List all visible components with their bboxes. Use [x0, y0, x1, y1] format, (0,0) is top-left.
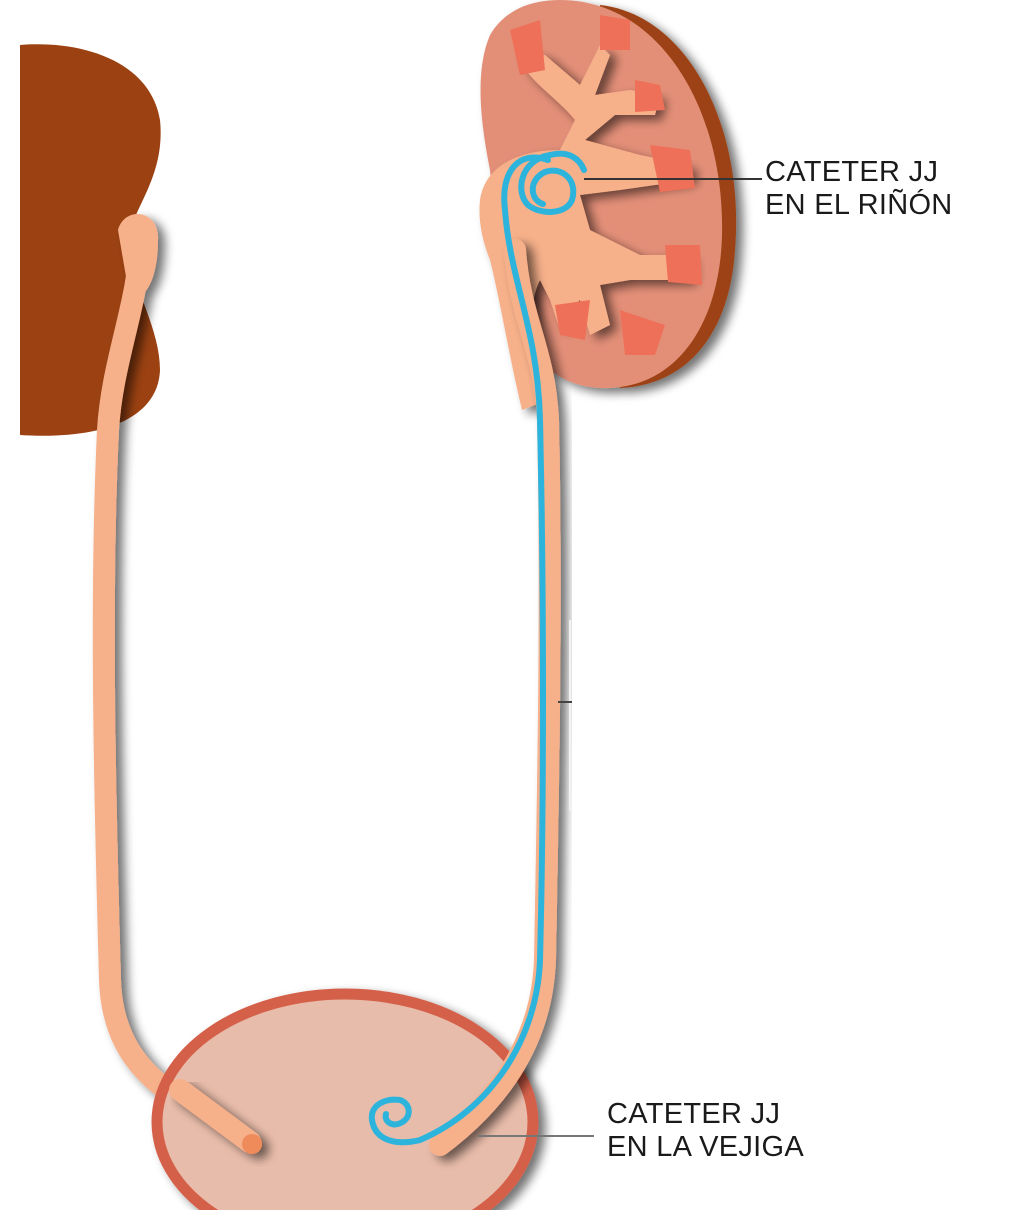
bladder-label-line2: EN LA VEJIGA: [607, 1131, 805, 1163]
renal-pyramids: [510, 15, 702, 355]
left-ureter-orifice: [169, 1079, 261, 1153]
jj-catheter: [368, 150, 587, 1146]
kidney-label-line1: CATETER JJ: [765, 156, 939, 188]
left-ureter-tip: [242, 1134, 262, 1154]
left-ureter: [92, 229, 266, 1156]
left-renal-pelvis: [118, 213, 159, 300]
bladder: [151, 988, 539, 1210]
bladder-label-line1: CATETER JJ: [607, 1098, 781, 1130]
kidney-label-line2: EN EL RIÑÓN: [765, 189, 953, 221]
renal-pelvis: [479, 45, 690, 410]
bladder-catheter-label: CATETER JJ EN LA VEJIGA: [607, 1098, 804, 1164]
right-ureter: [429, 239, 561, 1156]
kidney-catheter-label: CATETER JJ EN EL RIÑÓN: [765, 156, 953, 222]
